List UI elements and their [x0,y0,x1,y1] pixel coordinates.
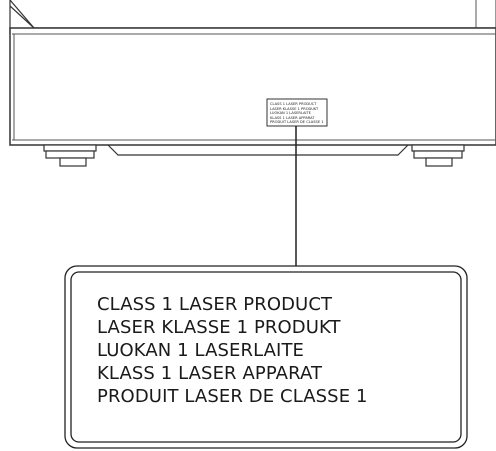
device-top-slot [10,0,496,28]
mini-label-line: LUOKAN 1 LASERLAITE [270,111,311,116]
mini-label-line: LASER KLASSE 1 PRODUKT [270,106,319,111]
mini-label-line: KLASS 1 LASER APPARAT [270,115,315,120]
right-foot [411,144,465,167]
mini-label-line: PRODUIT LASER DE CLASSE 1 [270,120,324,125]
device-front-panel [9,27,496,146]
callout-label-line: LASER KLASSE 1 PRODUKT [97,317,341,338]
device-bottom-chassis [107,144,409,156]
callout-label-line: CLASS 1 LASER PRODUCT [97,294,333,315]
callout-label-line: PRODUIT LASER DE CLASSE 1 [97,386,368,407]
callout-label-outer [64,265,468,449]
callout-label-line: LUOKAN 1 LASERLAITE [97,340,305,361]
device-mini-label [266,98,328,127]
callout-label-line: KLASS 1 LASER APPARAT [97,363,323,384]
callout-label-inner [70,271,462,443]
mini-label-line: CLASS 1 LASER PRODUCT [270,102,317,106]
left-foot [43,144,97,167]
